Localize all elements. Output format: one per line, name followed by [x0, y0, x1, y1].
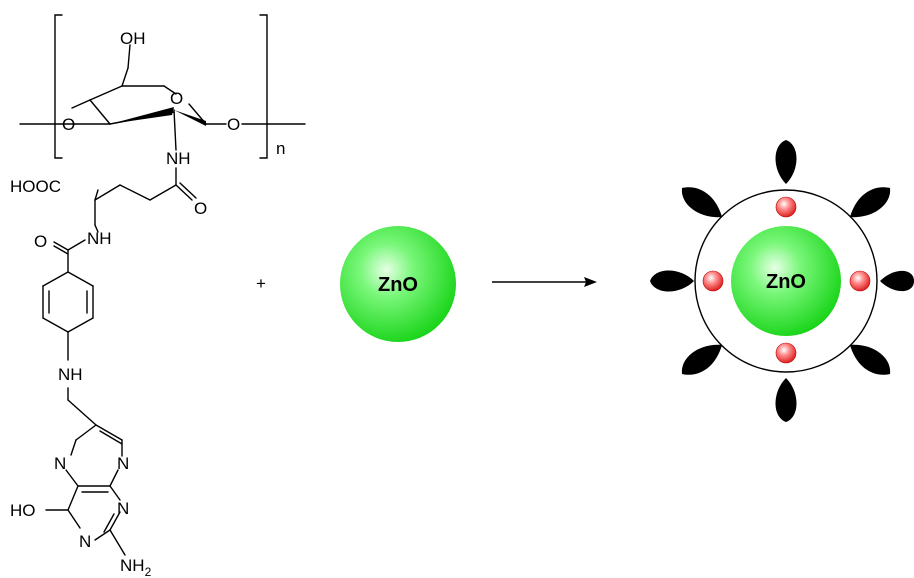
ligand-bottom-left [681, 344, 722, 375]
ligand-top-left [681, 187, 722, 218]
ligand-bottom-right [850, 344, 891, 375]
pyrimidine-n-bottom-label: N [79, 532, 91, 551]
chitosan-folate-structure: OH O O O n NH HOOC O O NH NH N N N N HO … [10, 14, 306, 578]
ligand-right [880, 270, 914, 292]
functionalized-zno-product: ZnO [650, 140, 914, 422]
ligand-top [775, 140, 797, 184]
atom-labels: OH O O O n NH HOOC O O NH NH N N N N HO … [10, 29, 285, 578]
zno-nanoparticle-reactant: ZnO [340, 226, 456, 342]
plus-sign: + [256, 274, 266, 293]
ligand-bottom [775, 378, 797, 422]
amide-nh-label: NH [166, 149, 191, 168]
sugar-wedge-bonds [108, 107, 206, 127]
glutamate-bonds [53, 167, 197, 273]
carbonyl-oxygen-left-label: O [34, 232, 47, 251]
ring-oxygen-label: O [170, 89, 183, 108]
mid-nh-label: NH [87, 229, 112, 248]
red-attachment-points [702, 196, 871, 364]
carbonyl-oxygen-right-label: O [194, 199, 207, 218]
pyrazine-n-right-label: N [117, 454, 129, 473]
linker-bonds [67, 387, 97, 426]
repeat-unit-n-label: n [276, 139, 285, 158]
zno-sphere [340, 226, 456, 342]
pteridine-ring [45, 424, 126, 556]
sugar-ring-bonds [19, 44, 306, 151]
right-oxygen-label: O [227, 115, 240, 134]
pteridine-n-mid-label: N [117, 499, 129, 518]
ho-label: HO [10, 501, 36, 520]
zno-product-label: ZnO [766, 271, 806, 293]
right-bracket [259, 14, 268, 159]
folate-ligand-shapes [650, 140, 914, 422]
left-oxygen-label: O [62, 115, 75, 134]
benzene-ring [42, 271, 94, 361]
aniline-nh-label: NH [58, 365, 83, 384]
red-dot-top [775, 196, 797, 218]
product-zno-sphere [731, 226, 841, 336]
pyrazine-n-left-label: N [54, 454, 66, 473]
nh2-label: NH2 [120, 556, 152, 578]
red-dot-right [849, 270, 871, 292]
oh-top-label: OH [120, 29, 146, 48]
left-bracket [54, 14, 63, 159]
red-dot-left [702, 270, 724, 292]
ligand-top-right [850, 187, 891, 218]
red-dot-bottom [775, 342, 797, 364]
zno-reactant-label: ZnO [378, 274, 418, 296]
reaction-arrow [492, 277, 597, 287]
hooc-label: HOOC [10, 177, 61, 196]
ligand-left [650, 270, 694, 292]
